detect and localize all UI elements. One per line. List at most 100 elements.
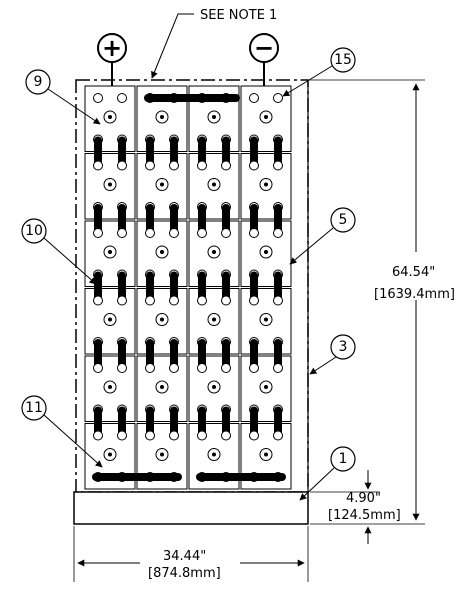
- terminal-post: [273, 363, 283, 373]
- terminal-post: [93, 295, 103, 306]
- vent-cap-center: [160, 115, 164, 119]
- width-dimension-in: 34.44": [163, 549, 206, 564]
- terminal-post: [145, 295, 155, 306]
- battery-cell: [240, 355, 292, 422]
- vent-cap-center: [108, 115, 112, 119]
- height-dimension: 64.54" [1639.4mm]: [300, 79, 455, 525]
- base-dimension: 4.90" [124.5mm]: [310, 470, 401, 544]
- intercell-connector: [146, 204, 154, 236]
- vent-cap-center: [212, 452, 216, 457]
- base-pedestal: [73, 491, 309, 525]
- battery-cell: [240, 153, 292, 220]
- intercell-connector: [146, 136, 154, 169]
- terminal-post: [117, 363, 127, 373]
- terminal-post: [249, 93, 259, 103]
- vent-cap-center: [212, 250, 216, 254]
- terminal-post: [273, 93, 283, 103]
- terminal-post: [249, 363, 259, 373]
- vent-cap-center: [212, 317, 216, 322]
- intercell-connector: [94, 204, 102, 236]
- battery-cell: [84, 355, 136, 422]
- terminal-post: [197, 363, 207, 373]
- terminal-post: [117, 295, 127, 306]
- svg-text:11: 11: [25, 400, 43, 416]
- vent-cap-center: [264, 115, 268, 119]
- battery-cell: [84, 288, 136, 355]
- intercell-connector: [94, 339, 102, 371]
- vent-cap-center: [264, 182, 268, 187]
- terminal-post: [93, 228, 103, 238]
- terminal-post: [169, 363, 179, 373]
- terminal-post: [197, 430, 207, 441]
- terminal-post: [273, 160, 283, 171]
- svg-text:5: 5: [339, 212, 348, 228]
- height-dimension-in: 64.54": [392, 265, 435, 280]
- vent-cap-center: [264, 317, 268, 322]
- callout-3: 3: [309, 334, 356, 375]
- vent-cap-center: [212, 115, 216, 119]
- intercell-connector: [250, 339, 258, 371]
- terminal-post: [169, 228, 179, 238]
- svg-text:3: 3: [339, 339, 348, 355]
- width-dimension-mm: [874.8mm]: [148, 566, 221, 581]
- battery-cell: [188, 288, 240, 355]
- terminal-post: [221, 363, 231, 373]
- bottom-strap-connector: [92, 473, 182, 481]
- callout-1: 1: [299, 446, 356, 501]
- battery-cell: [136, 355, 188, 422]
- callout-15: 15: [282, 47, 356, 97]
- intercell-connector: [118, 204, 126, 236]
- terminal-post: [221, 228, 231, 238]
- terminal-post: [197, 160, 207, 171]
- vent-cap-center: [160, 182, 164, 187]
- intercell-connector: [118, 136, 126, 169]
- battery-cell: [136, 153, 188, 220]
- battery-cell: [136, 423, 188, 490]
- intercell-connector: [170, 204, 178, 236]
- intercell-connector: [94, 136, 102, 169]
- svg-text:10: 10: [25, 223, 43, 239]
- intercell-connector: [198, 271, 206, 304]
- vent-cap-center: [108, 385, 112, 389]
- intercell-connector: [170, 406, 178, 439]
- intercell-connector: [198, 136, 206, 169]
- terminal-post: [273, 430, 283, 441]
- terminal-post: [117, 430, 127, 441]
- battery-cell: [188, 220, 240, 287]
- intercell-connector: [222, 339, 230, 371]
- intercell-connector: [118, 271, 126, 304]
- vent-cap-center: [264, 250, 268, 254]
- terminal-post: [249, 430, 259, 441]
- terminal-post: [221, 430, 231, 441]
- battery-cell: [84, 423, 136, 490]
- intercell-connector: [170, 136, 178, 169]
- terminal-post: [169, 430, 179, 441]
- callout-10: 10: [21, 218, 97, 285]
- battery-cell-array: [84, 85, 292, 490]
- callout-9: 9: [25, 69, 101, 125]
- callout-11: 11: [21, 395, 103, 468]
- intercell-connector: [118, 339, 126, 371]
- vent-cap-center: [108, 250, 112, 254]
- battery-cell: [188, 423, 240, 490]
- vent-cap-center: [160, 317, 164, 322]
- terminal-post: [249, 160, 259, 171]
- terminal-post: [249, 228, 259, 238]
- battery-cell: [240, 220, 292, 287]
- battery-cell: [240, 85, 292, 152]
- terminal-post: [145, 228, 155, 238]
- terminal-post: [169, 295, 179, 306]
- battery-cell: [136, 85, 188, 152]
- intercell-connector: [118, 406, 126, 439]
- negative-terminal-icon: [249, 33, 279, 63]
- terminal-post: [93, 160, 103, 171]
- battery-cell: [84, 85, 136, 152]
- positive-terminal-sign: +: [102, 34, 122, 62]
- battery-cell: [240, 423, 292, 490]
- terminal-post: [93, 93, 103, 103]
- intercell-connector: [222, 271, 230, 304]
- intercell-connector: [250, 136, 258, 169]
- terminal-post: [249, 295, 259, 306]
- terminal-post: [221, 160, 231, 171]
- battery-cell: [188, 85, 240, 152]
